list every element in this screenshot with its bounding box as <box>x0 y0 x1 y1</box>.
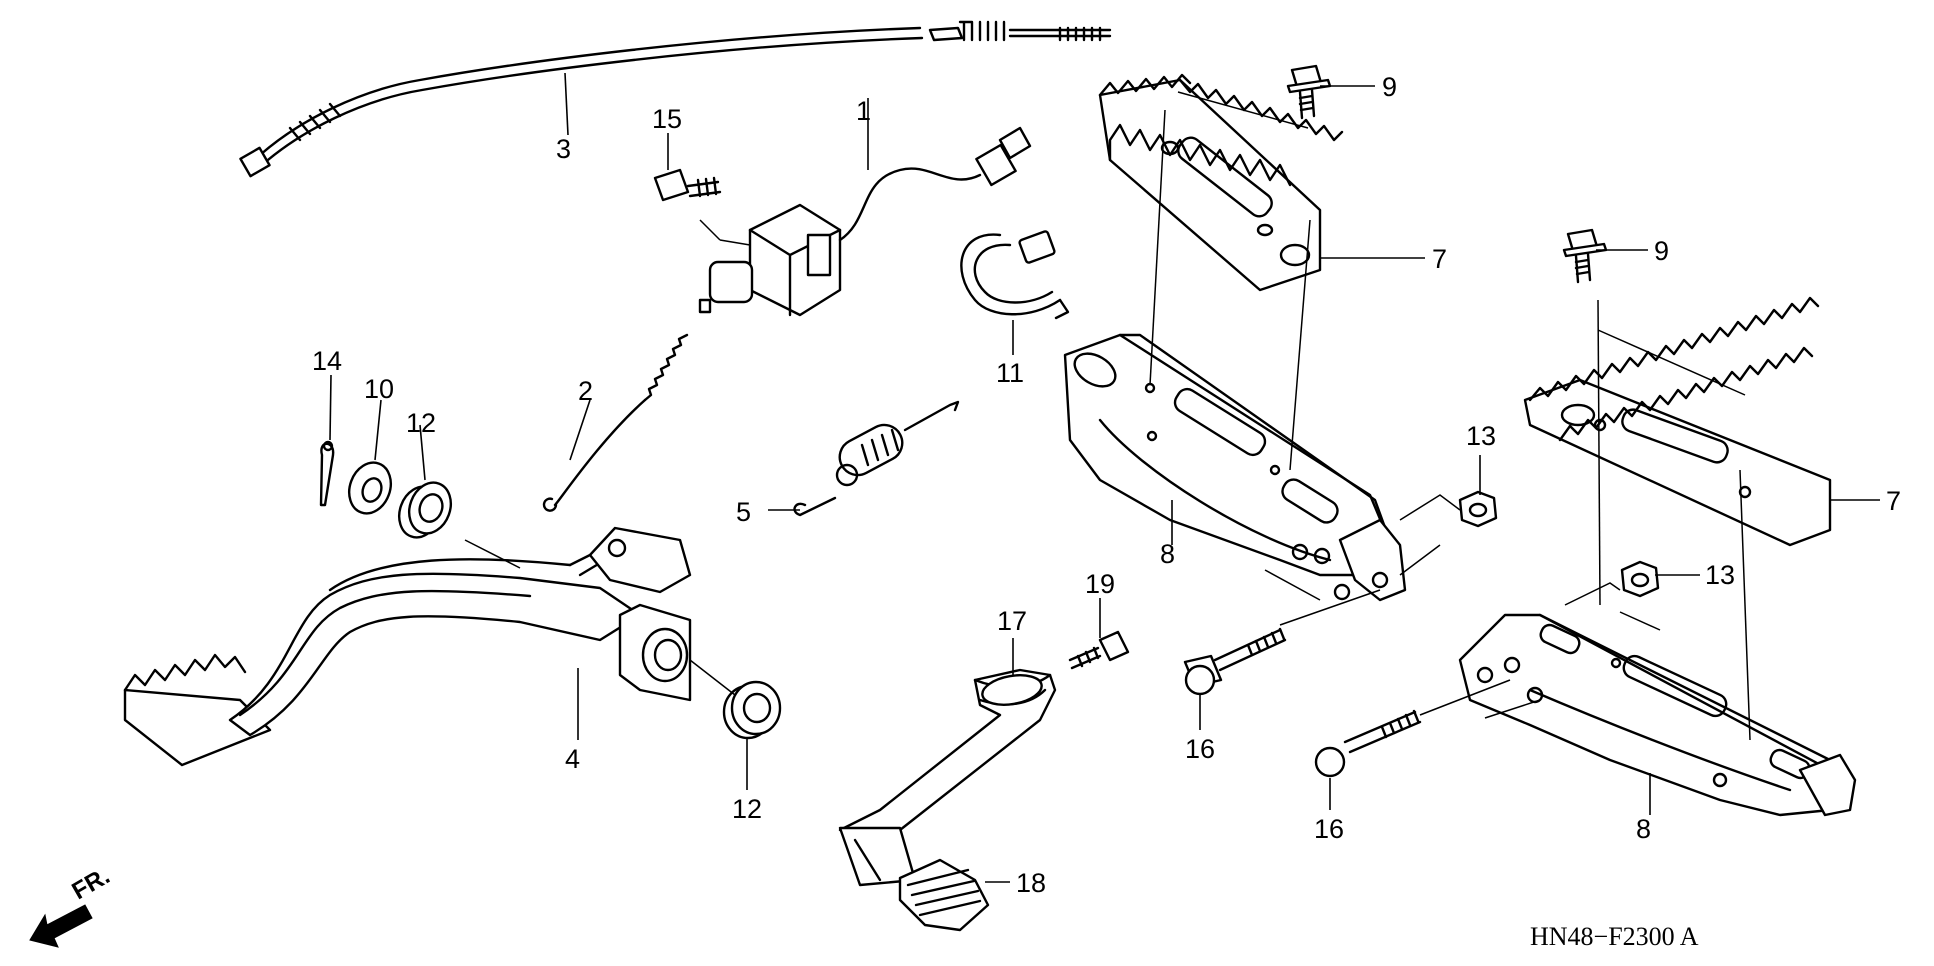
cotter-pin-part-14 <box>319 440 335 507</box>
front-direction-arrow-icon: FR. <box>29 862 115 948</box>
bolt-part-9-lower <box>1562 228 1608 284</box>
footpeg-plate-part-7-upper <box>1098 73 1344 292</box>
bolt-part-16-upper <box>1183 627 1287 696</box>
spring-rod-part-2 <box>542 333 689 512</box>
return-spring-part-5 <box>793 400 960 517</box>
callout-13-lower: 13 <box>1705 560 1735 590</box>
bolt-part-19 <box>1068 630 1130 670</box>
callout-1: 1 <box>856 96 871 126</box>
callout-7-lower: 7 <box>1886 486 1901 516</box>
callout-8-lower: 8 <box>1636 814 1651 844</box>
callout-16-upper: 16 <box>1185 734 1215 764</box>
footpeg-bracket-part-8-upper <box>1063 333 1407 602</box>
footpeg-plate-part-7-lower <box>1523 296 1832 547</box>
bolt-part-9-upper <box>1286 64 1332 120</box>
brake-cable-part-3 <box>239 20 1112 178</box>
callout-9-upper: 9 <box>1382 72 1397 102</box>
stop-switch-part-1 <box>698 126 1032 317</box>
callout-12-lower: 12 <box>732 794 762 824</box>
callout-18: 18 <box>1016 868 1046 898</box>
bushing-part-12-lower <box>689 659 782 740</box>
brake-pedal-part-4 <box>123 526 692 767</box>
leader-lines <box>329 72 1880 883</box>
callout-2: 2 <box>578 376 593 406</box>
callout-16-lower: 16 <box>1314 814 1344 844</box>
band-part-11 <box>960 230 1070 320</box>
callout-8-upper: 8 <box>1160 539 1175 569</box>
callout-3: 3 <box>556 134 571 164</box>
callout-14: 14 <box>312 346 342 376</box>
callout-11: 11 <box>996 358 1024 388</box>
alignment-lines <box>1149 91 1751 741</box>
nut-part-13-upper <box>1458 490 1498 528</box>
callout-19: 19 <box>1085 569 1115 599</box>
shift-lever-part-17 <box>838 668 1057 887</box>
bolt-part-15 <box>653 168 751 246</box>
callout-10: 10 <box>364 374 394 404</box>
front-direction-label: FR. <box>68 862 115 905</box>
washer-part-10 <box>348 461 392 515</box>
bushing-part-12-upper <box>398 481 452 539</box>
callout-7-upper: 7 <box>1432 244 1447 274</box>
callout-4: 4 <box>565 744 580 774</box>
nut-part-13-lower <box>1620 560 1660 598</box>
bolt-part-16-lower <box>1314 709 1422 778</box>
callout-17: 17 <box>997 606 1027 636</box>
callout-5: 5 <box>736 497 751 527</box>
callout-13-upper: 13 <box>1466 421 1496 451</box>
callout-12-upper: 12 <box>406 408 436 438</box>
footpeg-bracket-part-8-lower <box>1458 613 1857 817</box>
callout-9-lower: 9 <box>1654 236 1669 266</box>
shift-pedal-part-18 <box>898 858 990 932</box>
drawing-code: HN48−F2300 A <box>1530 922 1699 951</box>
callout-15: 15 <box>652 104 682 134</box>
callout-labels: 1 2 3 4 5 7 7 8 8 9 9 10 11 12 12 13 13 … <box>312 72 1901 898</box>
